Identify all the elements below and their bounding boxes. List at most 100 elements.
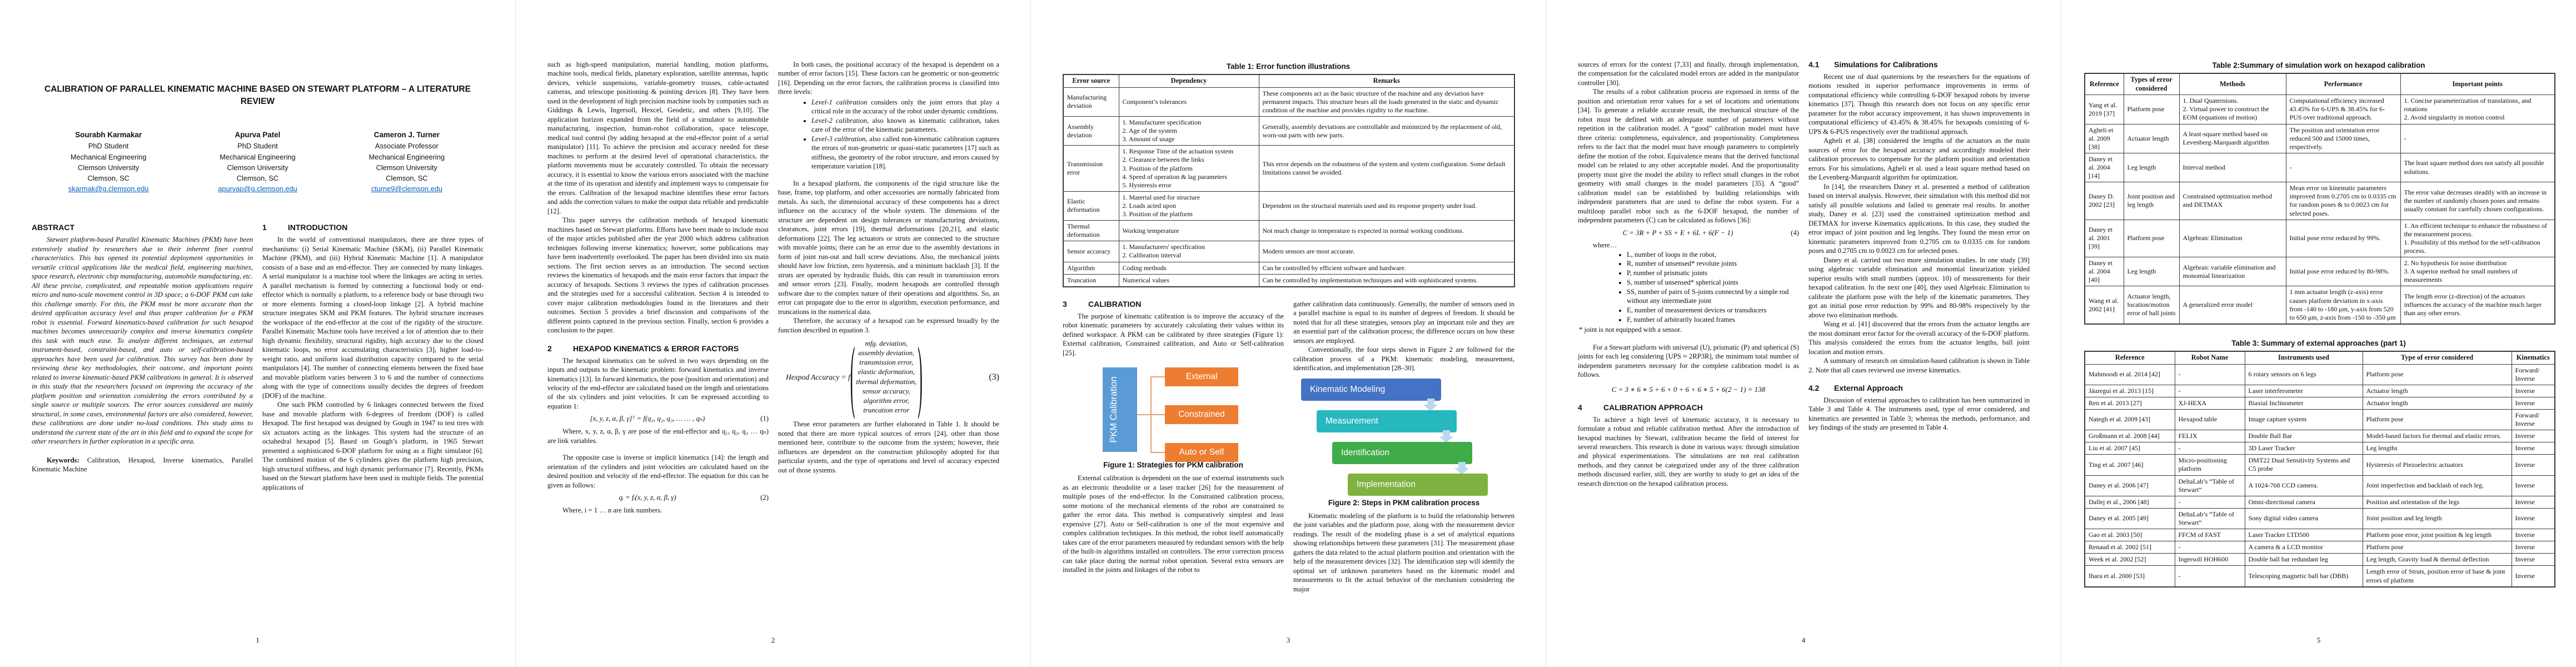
author-email-link[interactable]: apurvap@g.clemson.edu [218,185,297,193]
table-1-caption: Table 1: Error function illustrations [1226,62,1351,71]
abstract-text: Stewart platform-based Parallel Kinemati… [32,236,253,446]
list-item: Level-1 calibration considers only the j… [811,98,999,116]
page-number: 2 [771,636,775,644]
table-cell: Joint position and leg length [2123,182,2180,220]
table-cell: - [2174,442,2245,455]
table-cell: Working temperature [1118,220,1259,242]
table-row: Daney et al. 2005 [49]DeltaLab’s “Table … [2084,507,2555,530]
paragraph: Discussion of external approaches to cal… [1808,396,2030,432]
author-role: PhD Student [88,142,129,151]
table-cell: Agheli et al. 2009 [38] [2084,123,2124,153]
page-number: 5 [2316,636,2321,644]
table-cell: 1. An efficient technique to enhance the… [2400,219,2555,258]
author-1: Sourabh Karmakar PhD Student Mechanical … [35,130,182,194]
page-1: CALIBRATION OF PARALLEL KINEMATIC MACHIN… [0,0,515,667]
table-cell: Model-based factors for thermal and elas… [2362,430,2512,443]
author-name: Apurva Patel [235,131,281,140]
table-cell: Omni-directional camera [2244,495,2363,509]
author-email-link[interactable]: cturne9@clemson.edu [371,185,442,193]
table-cell: - [2174,495,2245,509]
table-cell: - [2174,541,2245,554]
author-dept: Mechanical Engineering [368,152,445,161]
table-cell: A least-square method based on Levenberg… [2179,123,2286,153]
equation-c138: C = 3 ∗ 6 ∗ 5 + 6 + 0 + 6 + 6 ∗ 5 + 6(2 … [1611,385,1766,394]
table-cell: Daney et al. 2004 [14] [2084,152,2124,183]
table-3-caption: Table 3: Summary of external approaches … [2231,339,2406,347]
column-header: Reference [2084,351,2175,365]
table-cell: Actuator length [2362,396,2512,410]
equation-number: (3) [989,372,999,382]
table-cell: Micro-positioning platform [2174,454,2245,476]
table-row: Ihara et al. 2000 [53]-Telescoping magne… [2084,565,2555,588]
paragraph: One such PKM controlled by 6 linkages co… [262,401,484,491]
paragraph: such as high-speed manipulation, materia… [547,61,769,215]
table-cell: Forward/ Inverse [2511,409,2555,431]
table-cell: - [2174,364,2245,385]
keywords-label: Keywords: [47,456,79,464]
table-cell: Leg length, Gravity load & thermal defle… [2362,553,2512,566]
table-cell: Leg length [2123,257,2180,287]
author-email-link[interactable]: skarmak@g.clemson.edu [68,185,149,193]
right-paren: ) [918,330,923,421]
column-header: Types of error considered [2123,73,2180,96]
list-item: SS, number of pairs of S-joints connecte… [1627,287,1799,306]
author-3: Cameron J. Turner Associate Professor Me… [333,130,480,194]
table-cell: FFCM of FAST [2174,529,2245,542]
paragraph: Agheli et al. [38] considered the length… [1808,137,2030,182]
implementation-step: Implementation [1348,473,1488,496]
table-cell: Hexapod table [2174,409,2245,431]
table-cell: Daney et al. 2001 [39] [2084,219,2124,258]
table-cell: Leg lengths [2362,442,2512,455]
table-cell: A 1024-768 CCD camera. [2244,475,2363,496]
table-cell: - [2174,565,2245,588]
calibration-levels-list: Level-1 calibration considers only the j… [797,98,999,171]
table-cell: Inverse [2511,442,2555,455]
table-cell: - [2174,384,2245,397]
table-cell: Ihara et al. 2000 [53] [2084,565,2175,588]
table-cell: Inverse [2511,384,2555,397]
external-box: External [1165,367,1238,387]
paragraph: Daney et al. carried out two more simula… [1808,256,2030,319]
table-cell: These components act as the basic struct… [1258,87,1515,117]
author-city: Clemson, SC [386,174,428,183]
paragraph: The purpose of kinematic calibration is … [1063,312,1284,357]
table-cell: Ren et al. 2013 [27] [2084,396,2175,410]
table-cell: Platform pose [2362,364,2512,385]
table-row: Daney D. 2002 [23]Joint position and leg… [2084,182,2555,220]
table-cell: Inverse [2511,565,2555,588]
table-cell: Renaud et al. 2002 [51] [2084,541,2175,554]
table-cell: Generally, assembly deviations are contr… [1258,116,1515,146]
table-cell: Image capture system [2244,409,2363,431]
table-cell: Sensor accuracy [1063,241,1119,262]
equation-4: C = 3R + P + SS + E + 6L + 6(F − 1) (4) [1622,228,1799,237]
auto-or-self-box: Auto or Self [1165,443,1238,462]
author-role: Associate Professor [375,142,439,151]
page-4: sources of errors for the context [7,33]… [1546,0,2061,667]
table-cell: Thermal deformation [1063,220,1119,242]
table-cell: - [2400,123,2555,153]
table-cell: Can be controlled by implementation tech… [1258,273,1515,287]
paragraph: Where, x, y, z, α, β, γ are pose of the … [547,427,769,445]
author-univ: Clemson University [78,163,139,172]
table-cell: Week et al. 2002 [52] [2084,553,2175,566]
table-cell: Gao et al. 2003 [50] [2084,529,2175,542]
table-cell: Truncation [1063,273,1119,287]
parameter-definitions-list: L, number of loops in the robot,R, numbe… [1612,250,1799,325]
column-header: Performance [2285,73,2401,96]
table-cell: Daney et al. 2004 [40] [2084,257,2124,287]
table-cell: Ingersoll HOH600 [2174,553,2245,566]
author-block: Sourabh Karmakar PhD Student Mechanical … [35,130,480,194]
page-2: such as high-speed manipulation, materia… [515,0,1030,667]
table-cell: - [2285,152,2401,183]
table-cell: Length error of Struts, position error o… [2362,565,2512,588]
table-cell: Initial pose error reduced by 99%. [2285,219,2401,258]
